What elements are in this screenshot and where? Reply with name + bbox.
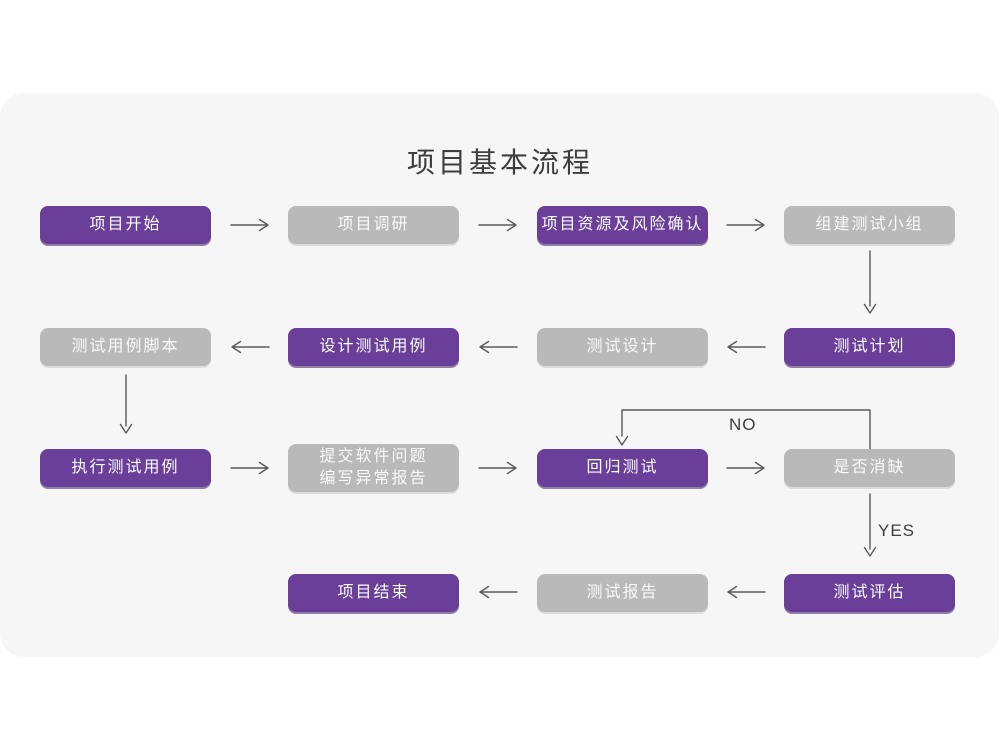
node-build-test-team: 组建测试小组	[784, 206, 955, 244]
node-label: 项目调研	[337, 216, 410, 233]
node-label: 项目资源及风险确认	[541, 216, 704, 233]
node-label: 设计测试用例	[319, 338, 428, 355]
node-test-plan: 测试计划	[784, 328, 955, 366]
node-label: 测试设计	[586, 338, 659, 355]
node-test-report: 测试报告	[537, 574, 708, 612]
node-design-test-case: 设计测试用例	[288, 328, 459, 366]
node-label: 测试报告	[586, 584, 659, 601]
node-test-evaluation: 测试评估	[784, 574, 955, 612]
node-regression-test: 回归测试	[537, 449, 708, 487]
node-test-design: 测试设计	[537, 328, 708, 366]
node-label: 测试计划	[833, 338, 906, 355]
node-resources-risk-confirm: 项目资源及风险确认	[537, 206, 708, 244]
node-test-case-script: 测试用例脚本	[40, 328, 211, 366]
node-label: 测试用例脚本	[71, 338, 180, 355]
node-label: 是否消缺	[833, 459, 906, 476]
node-label: 项目开始	[89, 216, 162, 233]
node-label: 组建测试小组	[815, 216, 924, 233]
yes-branch-label: YES	[878, 521, 916, 540]
node-project-end: 项目结束	[288, 574, 459, 612]
flowchart-panel	[0, 93, 999, 657]
page-title: 项目基本流程	[406, 147, 593, 178]
no-branch-label: NO	[729, 415, 757, 434]
node-label: 测试评估	[833, 584, 906, 601]
node-label: 项目结束	[337, 584, 410, 601]
node-label: 执行测试用例	[71, 459, 180, 476]
node-project-start: 项目开始	[40, 206, 211, 244]
node-defect-cleared-check: 是否消缺	[784, 449, 955, 487]
node-submit-issues-report: 提交软件问题 编写异常报告	[288, 444, 459, 492]
node-project-research: 项目调研	[288, 206, 459, 244]
node-label: 提交软件问题 编写异常报告	[319, 448, 428, 487]
node-label: 回归测试	[586, 459, 659, 476]
node-execute-test-case: 执行测试用例	[40, 449, 211, 487]
